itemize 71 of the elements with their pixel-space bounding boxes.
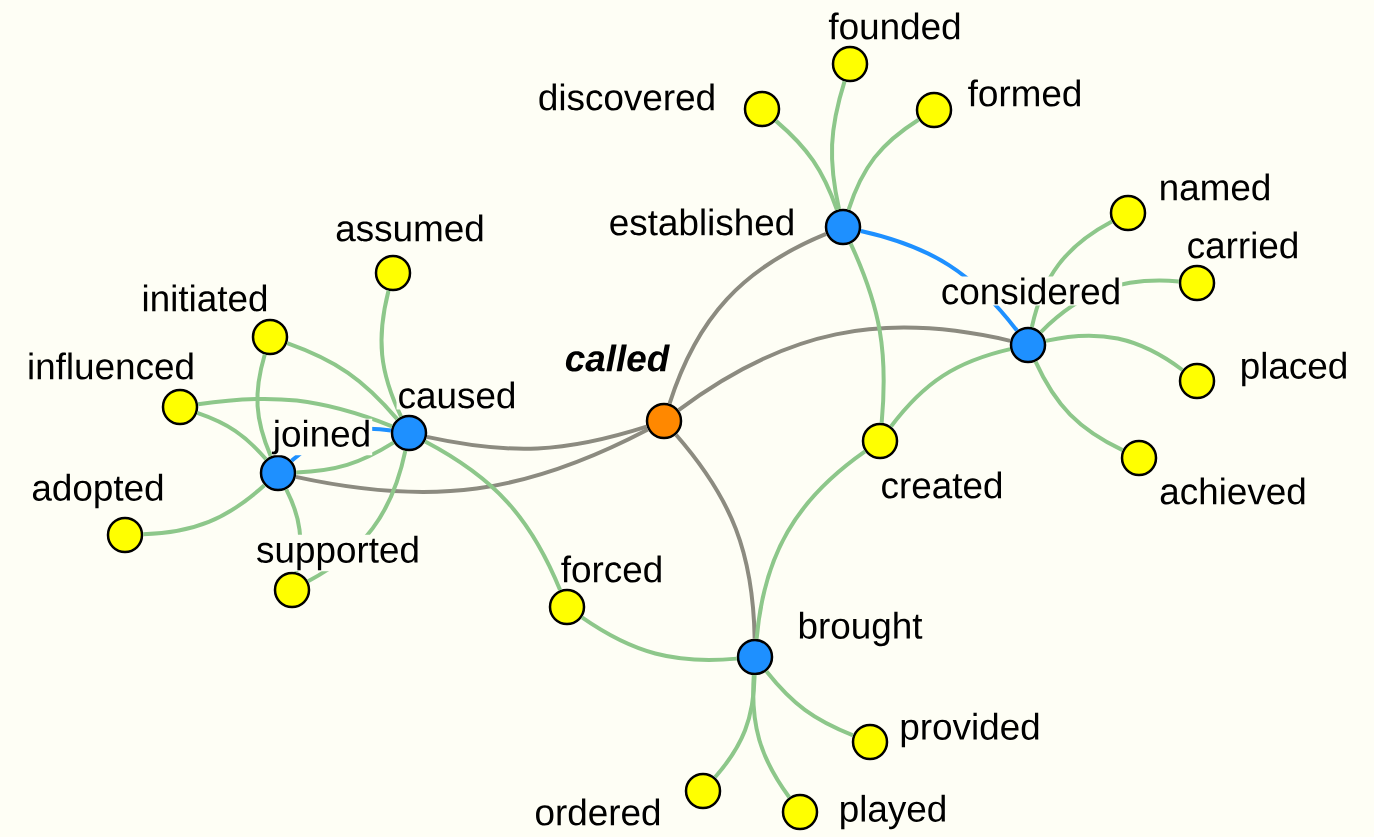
edge-line [889,347,1011,428]
edge-line [295,427,649,495]
edge-line [674,433,757,639]
node-label: influenced [25,351,197,381]
graph-node [851,723,889,761]
graph-node [831,45,869,83]
graph-node [548,588,586,626]
graph-node [1178,362,1216,400]
edge-line [751,675,791,799]
graph-node [861,422,899,460]
graph-node [161,388,199,426]
edge-line [196,411,268,461]
graph-node [1178,264,1216,302]
node-label: achieved [1158,476,1308,506]
edge-line [829,80,847,210]
node-label: created [879,470,1005,500]
node-label: considered [939,276,1123,306]
edge-line [846,118,920,211]
node-label: provided [898,711,1042,749]
graph-node [915,91,953,129]
edge-line [1045,333,1184,372]
edge-line [286,341,399,421]
node-label: adopted [30,472,166,510]
edge-line [764,670,854,738]
edge-line [296,440,395,475]
node-label: called [563,343,671,373]
node-label: caused [396,380,518,410]
graph-node [645,402,683,440]
node-label: initiated [140,283,270,313]
edge-line [848,242,886,423]
graph-node [684,772,722,810]
edge-line [580,615,737,662]
node-label: placed [1238,350,1350,388]
node-label: played [837,793,949,831]
node-label: discovered [536,82,718,112]
node-label: joined [271,418,373,456]
node-label: ordered [533,797,663,827]
node-label: assumed [334,213,486,243]
node-label: carried [1185,230,1301,260]
edge-line [197,396,393,429]
edge-line [424,439,562,591]
edge-line [774,119,839,211]
node-label: founded [827,11,963,41]
graph-node [1009,326,1047,364]
node-label: forced [559,554,665,584]
graph-node [1109,194,1147,232]
graph-node [374,254,412,292]
graph-node [736,638,774,676]
node-label: established [607,207,797,237]
node-label: supported [255,534,421,572]
graph-node [259,454,297,492]
edge-line [667,232,827,405]
graph-node [106,516,144,554]
graph-node [1120,439,1158,477]
edge-line [677,325,1011,412]
graph-node [273,571,311,609]
edge-line [255,353,273,457]
node-label: brought [796,610,924,648]
edge-line [754,449,867,640]
graph-node [390,414,428,452]
edge-line [713,675,757,779]
edge-line [379,290,403,418]
graph-node [251,318,289,356]
edge-line [1033,360,1124,452]
graph-node [743,90,781,128]
node-label: named [1157,172,1273,202]
graph-node [824,208,862,246]
edge-line [143,483,266,537]
graph-node [781,793,819,831]
node-label: formed [966,78,1084,108]
edge-line [426,424,648,451]
